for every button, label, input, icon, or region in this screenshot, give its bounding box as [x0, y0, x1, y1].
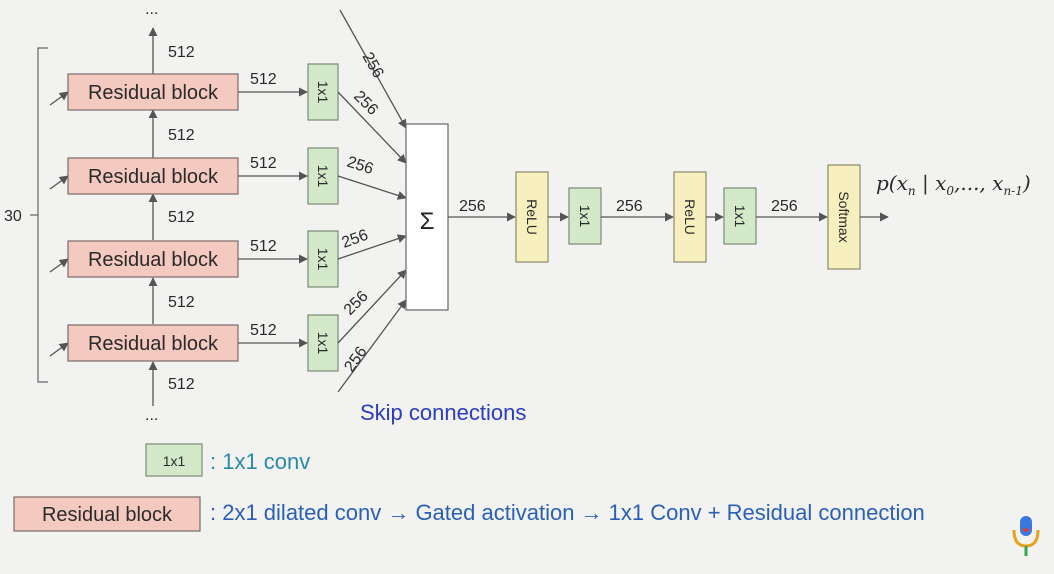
svg-text:Σ: Σ [420, 208, 435, 235]
ellipsis-top: ... [145, 1, 158, 18]
residual-block: Residual block [67, 324, 239, 362]
softmax-block: Softmax [827, 164, 861, 270]
skip-label-256: 256 [340, 227, 371, 252]
svg-text:1x1: 1x1 [163, 453, 186, 469]
skip-label-256: 256 [350, 88, 381, 119]
skip-label-256: 256 [341, 344, 370, 376]
svg-text:Softmax: Softmax [836, 191, 852, 242]
svg-text:Residual block: Residual block [88, 333, 219, 355]
skip-label-256: 256 [359, 50, 387, 82]
conv-1x1-block: 1x1 [307, 63, 339, 121]
sum-block: Σ [405, 123, 449, 311]
conv-1x1-block: 1x1 [307, 314, 339, 372]
output-label-256: 256 [616, 198, 643, 215]
conv-1x1-block: 1x1 [723, 187, 757, 245]
svg-text:Residual block: Residual block [88, 82, 219, 104]
chain-label-512: 512 [168, 294, 195, 311]
stack-count: 30 [4, 208, 22, 225]
skip-label-256: 256 [341, 288, 372, 319]
ellipsis-bottom: ... [145, 407, 158, 424]
svg-text:1x1: 1x1 [315, 81, 331, 104]
legend-conv-swatch: 1x1 [145, 443, 203, 477]
residual-block: Residual block [67, 240, 239, 278]
skip-label-256: 256 [345, 154, 376, 178]
conv-1x1-block: 1x1 [568, 187, 602, 245]
svg-text:1x1: 1x1 [315, 248, 331, 271]
legend-conv-desc: : 1x1 conv [210, 449, 310, 474]
svg-text:Residual block: Residual block [88, 166, 219, 188]
output-formula: p(xn | x0,..., xn-1) [876, 171, 1031, 198]
side-label-512: 512 [250, 238, 277, 255]
residual-block: Residual block [67, 157, 239, 195]
skip-connections-caption: Skip connections [360, 400, 526, 425]
output-label-256: 256 [459, 198, 486, 215]
svg-text:ReLU: ReLU [682, 199, 698, 235]
svg-text:ReLU: ReLU [524, 199, 540, 235]
side-label-512: 512 [250, 71, 277, 88]
svg-text:1x1: 1x1 [315, 332, 331, 355]
chain-label-512: 512 [168, 44, 195, 61]
side-label-512: 512 [250, 155, 277, 172]
legend-residual-desc: : 2x1 dilated conv → Gated activation → … [210, 500, 925, 525]
residual-block: Residual block [67, 73, 239, 111]
relu-block: ReLU [515, 171, 549, 263]
svg-text:Residual block: Residual block [88, 249, 219, 271]
legend-residual-swatch: Residual block [13, 496, 201, 532]
chain-label-512: 512 [168, 209, 195, 226]
svg-text:1x1: 1x1 [732, 205, 748, 228]
relu-block: ReLU [673, 171, 707, 263]
chain-label-512: 512 [168, 127, 195, 144]
microphone-icon[interactable] [1012, 516, 1040, 556]
output-label-256: 256 [771, 198, 798, 215]
svg-text:1x1: 1x1 [315, 165, 331, 188]
chain-label-512: 512 [168, 376, 195, 393]
conv-1x1-block: 1x1 [307, 230, 339, 288]
side-label-512: 512 [250, 322, 277, 339]
conv-1x1-block: 1x1 [307, 147, 339, 205]
svg-text:1x1: 1x1 [577, 205, 593, 228]
svg-text:Residual block: Residual block [42, 504, 173, 526]
stack-bracket [37, 47, 48, 383]
